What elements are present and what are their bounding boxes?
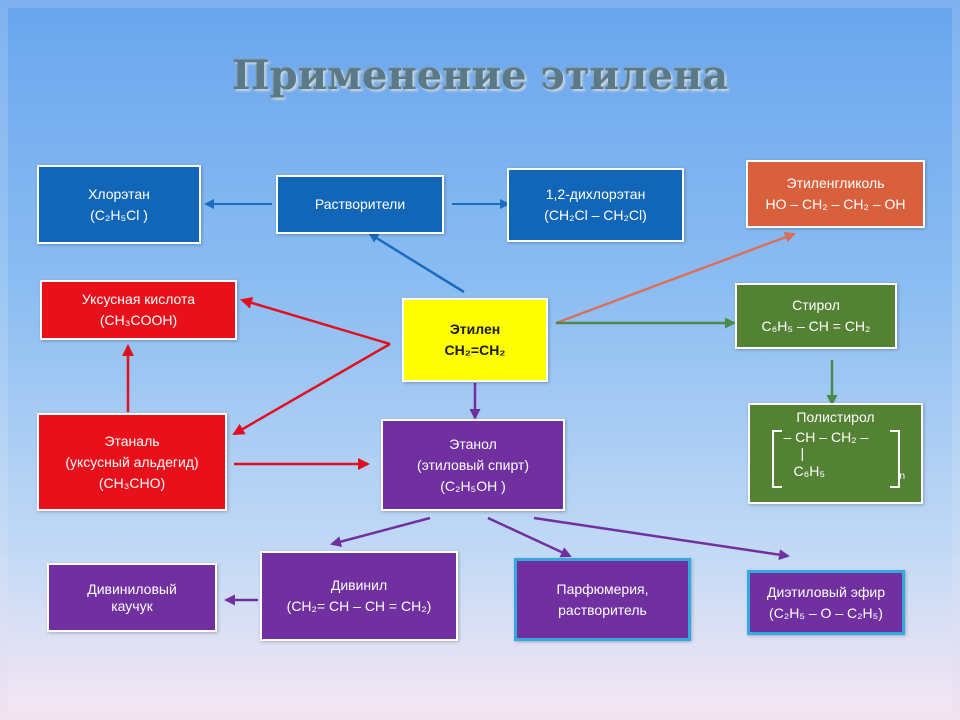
- ethanal-formula: (CH₃CHO): [98, 474, 166, 491]
- arrow-ethylene-to-acetic: [240, 297, 391, 346]
- styrene-formula: C₆H₅ – CH = CH₂: [761, 318, 871, 334]
- polystyrene-bond: |: [800, 445, 805, 461]
- box-diethyl-ether: Диэтиловый эфир (C₂H₅ – O – C₂H₅): [747, 570, 905, 635]
- box-ethylene: Этилен CH₂=CH₂: [402, 298, 548, 382]
- arrow-ethylene-to-solvents: [368, 232, 465, 294]
- polystyrene-bracket: – CH – CH₂ – | C₆H₅: [771, 429, 900, 488]
- chloroethane-name: Хлорэтан: [88, 185, 150, 202]
- box-polystyrene: Полистирол – CH – CH₂ – | C₆H₅ n: [748, 403, 923, 504]
- ethanal-name: Этаналь: [104, 432, 160, 449]
- styrene-name: Стирол: [792, 297, 840, 313]
- dichloroethane-name: 1,2-дихлорэтан: [545, 186, 646, 202]
- rubber-line1: Дивиниловый: [87, 580, 177, 597]
- arrow-ethylene-to-ethanal: [232, 342, 391, 436]
- box-perfumery: Парфюмерия, растворитель: [514, 558, 691, 641]
- perfumery-line1: Парфюмерия,: [556, 580, 649, 597]
- box-dichloroethane: 1,2-дихлорэтан (CH₂Cl – CH₂Cl): [507, 168, 684, 242]
- ether-name: Диэтиловый эфир: [767, 583, 885, 600]
- ethanol-alt: (этиловый спирт): [416, 456, 529, 473]
- perfumery-line2: растворитель: [558, 601, 647, 618]
- rubber-line2: каучук: [111, 597, 153, 614]
- arrow-ethylene-to-glycol: [555, 232, 796, 325]
- ethylene-formula: CH₂=CH₂: [444, 342, 506, 358]
- box-solvents: Растворители: [276, 175, 444, 234]
- box-divinyl-rubber: Дивиниловый каучук: [47, 563, 217, 632]
- box-divinyl: Дивинил (CH₂= CH – CH = CH₂): [260, 551, 458, 641]
- chloroethane-formula: (C₂H₅Cl ): [90, 206, 148, 223]
- box-ethylene-glycol: Этиленгликоль HO – CH₂ – CH₂ – OH: [746, 160, 925, 228]
- box-acetic-acid: Уксусная кислота (CH₃COOH): [40, 280, 237, 340]
- box-styrene: Стирол C₆H₅ – CH = CH₂: [735, 283, 897, 349]
- arrow-ethanol-to-ether: [533, 516, 790, 561]
- box-chloroethane: Хлорэтан (C₂H₅Cl ): [37, 165, 201, 244]
- page-title: Применение этилена: [231, 52, 729, 99]
- arrow-ethanol-to-perfumery: [487, 516, 572, 558]
- polystyrene-name: Полистирол: [796, 409, 875, 425]
- box-ethanol: Этанол (этиловый спирт) (C₂H₅OH ): [381, 419, 565, 511]
- glycol-formula: HO – CH₂ – CH₂ – OH: [765, 196, 906, 212]
- ethanal-alt: (уксусный альдегид): [65, 453, 199, 470]
- polystyrene-n: n: [899, 471, 905, 482]
- acetic-formula: (CH₃COOH): [99, 312, 178, 328]
- ethanol-name: Этанол: [449, 435, 497, 452]
- divinyl-name: Дивинил: [330, 577, 388, 593]
- ethylene-name: Этилен: [449, 321, 501, 337]
- polystyrene-chain: – CH – CH₂ –: [783, 429, 869, 445]
- solvents-name: Растворители: [314, 196, 406, 212]
- polystyrene-group: C₆H₅: [793, 463, 826, 479]
- divinyl-formula: (CH₂= CH – CH = CH₂): [286, 598, 432, 614]
- arrow-ethanol-to-divinyl: [330, 516, 431, 548]
- ether-formula: (C₂H₅ – O – C₂H₅): [769, 604, 883, 621]
- box-ethanal: Этаналь (уксусный альдегид) (CH₃CHO): [37, 413, 227, 511]
- acetic-name: Уксусная кислота: [81, 291, 196, 307]
- ethanol-formula: (C₂H₅OH ): [440, 477, 506, 494]
- dichloroethane-formula: (CH₂Cl – CH₂Cl): [544, 207, 647, 223]
- glycol-name: Этиленгликоль: [786, 175, 885, 191]
